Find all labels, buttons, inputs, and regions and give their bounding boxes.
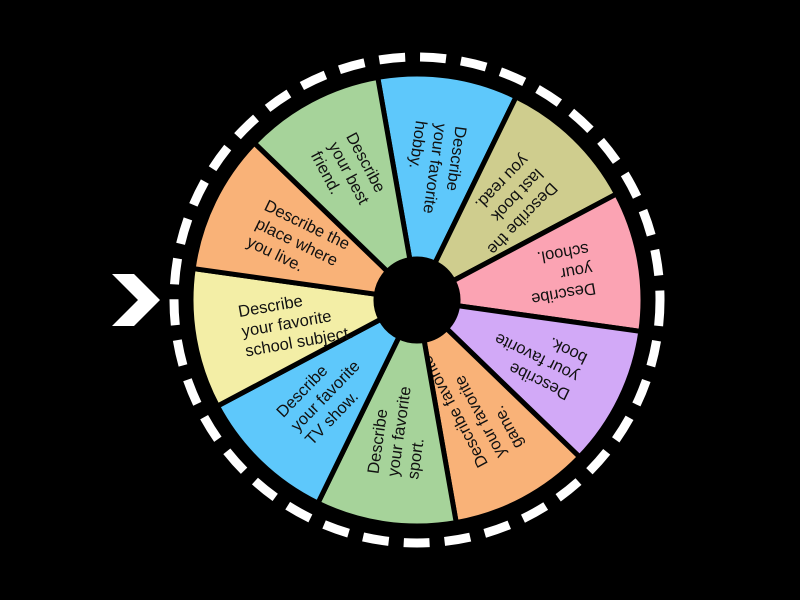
- segment-label-line: sport.: [404, 437, 428, 480]
- segment-label-line: your: [558, 259, 593, 282]
- wheel-segment[interactable]: Describeyour favoritebook.: [442, 302, 644, 461]
- dashed-ring: [169, 52, 665, 548]
- wheel-hub: [376, 259, 458, 341]
- wheel-pointer: [112, 274, 160, 326]
- chevron-right-icon: [112, 274, 160, 326]
- wheel-segment[interactable]: Describeyour bestfriend.: [250, 74, 413, 276]
- wheel-segment[interactable]: Describe thelast bookyou read.: [431, 93, 620, 285]
- wheel-segments[interactable]: Describeyour favoritehobby.Describe thel…: [188, 71, 646, 529]
- wheel-dashed-border: [169, 52, 665, 548]
- wheel-segment[interactable]: Describe theplace whereyou live.: [190, 139, 392, 298]
- wheel-segment[interactable]: Describeyourschool.: [449, 190, 646, 335]
